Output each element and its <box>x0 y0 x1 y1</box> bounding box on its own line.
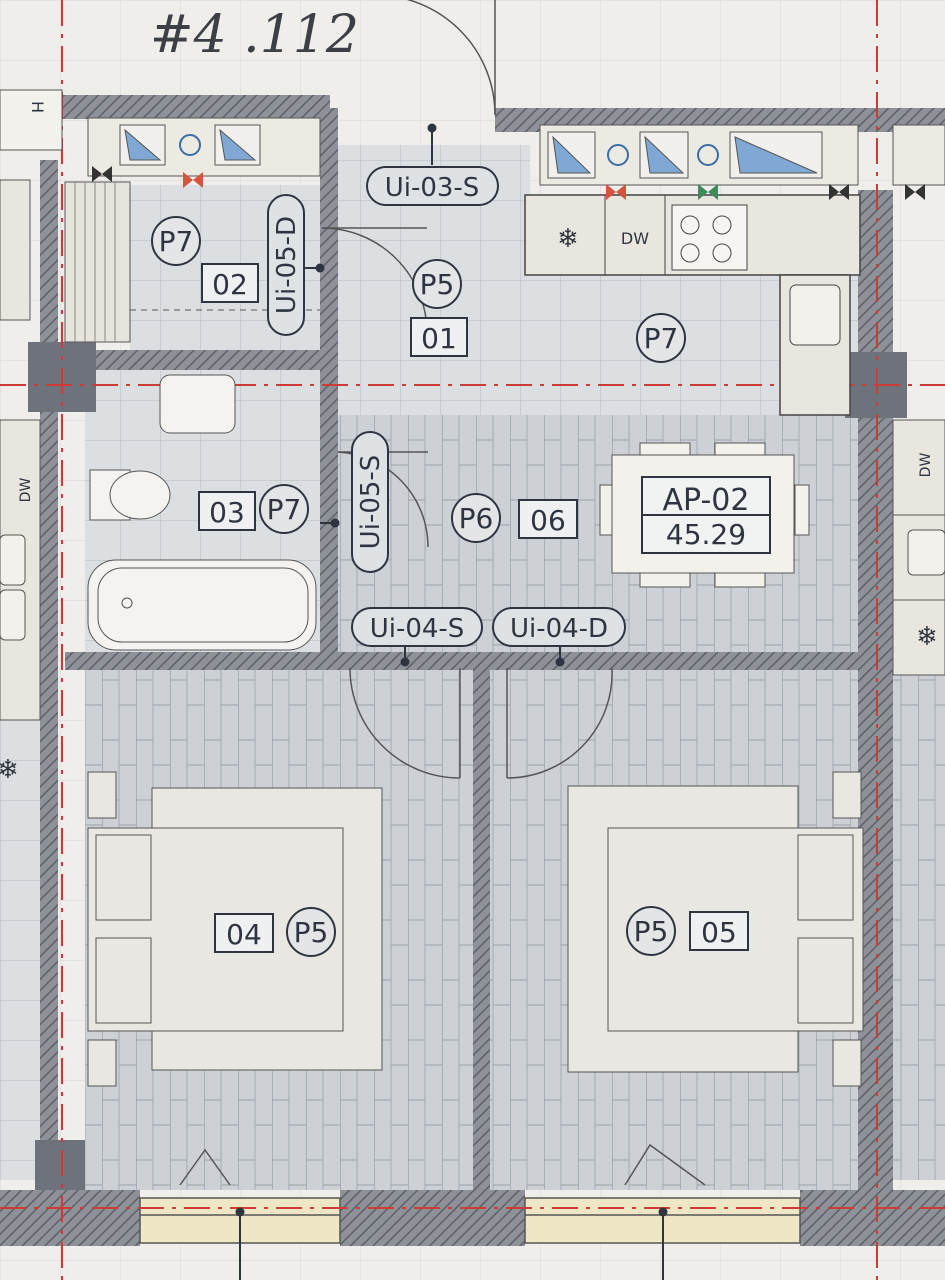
wall-living-bedrooms <box>65 652 865 670</box>
wall-bedroom-divider <box>473 670 490 1190</box>
finish-code: P7 <box>644 322 679 355</box>
apartment-area: 45.29 <box>666 518 746 551</box>
apartment-tag: AP-02 45.29 <box>641 476 771 554</box>
finish-bubble <box>151 216 201 266</box>
room-03-labels: 03 P7 <box>198 484 309 534</box>
toilet <box>109 470 171 520</box>
door-tag-ui-04-d: Ui-04-D <box>492 607 626 647</box>
room-number: 04 <box>226 918 262 951</box>
finish-bubble <box>451 493 501 543</box>
finish-bubble <box>286 907 336 957</box>
freezer-icon: ❄ <box>557 224 579 254</box>
finish-bubble <box>259 484 309 534</box>
finish-code: P7 <box>267 493 302 526</box>
walls <box>0 95 945 1246</box>
wall-top-left <box>40 95 330 119</box>
edge-mark-h: H <box>28 101 47 113</box>
door-tag-ui-05-s: Ui-05-S <box>351 431 389 573</box>
room-06-labels: P6 06 <box>451 493 578 543</box>
wall-bottom-3 <box>800 1190 945 1246</box>
finish-code: P5 <box>294 916 329 949</box>
dishwasher-label: DW <box>621 229 649 248</box>
washbasin <box>159 374 236 434</box>
door-tag-leaders <box>235 123 668 1280</box>
wall-bottom-2 <box>340 1190 525 1246</box>
door-tag-ui-04-s: Ui-04-S <box>351 607 483 647</box>
neighbor-left-fixtures <box>0 89 63 721</box>
kitchen-counter <box>524 194 861 416</box>
wall-right-outer <box>858 190 893 1190</box>
service-shelf <box>87 117 945 200</box>
room-02-labels: P7 02 <box>151 216 259 303</box>
finish-code: P7 <box>159 225 194 258</box>
room-number-box <box>518 499 578 539</box>
finish-bubble <box>626 906 676 956</box>
room-number-box <box>201 263 259 303</box>
wall-bottom-1 <box>0 1190 140 1246</box>
bathroom-fixtures <box>87 374 317 651</box>
neighbor-right-fixtures <box>892 419 945 676</box>
wall-hall-left <box>320 108 338 653</box>
finish-bubble <box>636 313 686 363</box>
column-bottom-left <box>35 1140 85 1198</box>
finish-bubble <box>412 259 462 309</box>
handwritten-note: #4 .112 <box>150 5 359 65</box>
room-05-labels: P5 05 <box>626 906 749 956</box>
room-number-box <box>198 491 256 531</box>
apartment-code: AP-02 <box>663 483 750 518</box>
room-number-box <box>214 913 274 953</box>
finish-code: P6 <box>459 502 494 535</box>
room-number: 06 <box>530 504 566 537</box>
door-tag-text: Ui-05-D <box>272 216 302 314</box>
finish-code: P5 <box>420 268 455 301</box>
door-tag-text: Ui-04-S <box>370 614 465 644</box>
room-number: 02 <box>212 268 248 301</box>
neighbor-left-freezer-icon: ❄ <box>0 755 19 785</box>
finish-code: P5 <box>634 915 669 948</box>
neighbor-left-dishwasher-label: DW <box>18 478 34 503</box>
wall-02-03 <box>65 350 320 370</box>
door-tag-text: Ui-05-S <box>356 455 386 550</box>
kitchen-sink <box>789 284 841 346</box>
room-number-box <box>410 317 468 357</box>
neighbor-freezer-icon: ❄ <box>916 622 938 652</box>
neighbor-dishwasher-label: DW <box>918 453 934 478</box>
cooktop <box>671 204 748 271</box>
room-01-labels: P5 01 <box>410 259 468 357</box>
door-tag-text: Ui-04-D <box>510 614 608 644</box>
room-number: 05 <box>701 916 737 949</box>
room-04-labels: 04 P5 <box>214 907 336 957</box>
room-number: 03 <box>209 496 245 529</box>
bathtub <box>87 559 317 651</box>
door-tag-ui-03-s: Ui-03-S <box>366 166 499 206</box>
door-tag-ui-05-d: Ui-05-D <box>267 194 305 336</box>
door-tag-text: Ui-03-S <box>385 173 480 203</box>
room-number-box <box>689 911 749 951</box>
wall-left-outer <box>40 160 58 1190</box>
kitchen-labels: P7 <box>636 313 686 363</box>
room-number: 01 <box>421 322 457 355</box>
